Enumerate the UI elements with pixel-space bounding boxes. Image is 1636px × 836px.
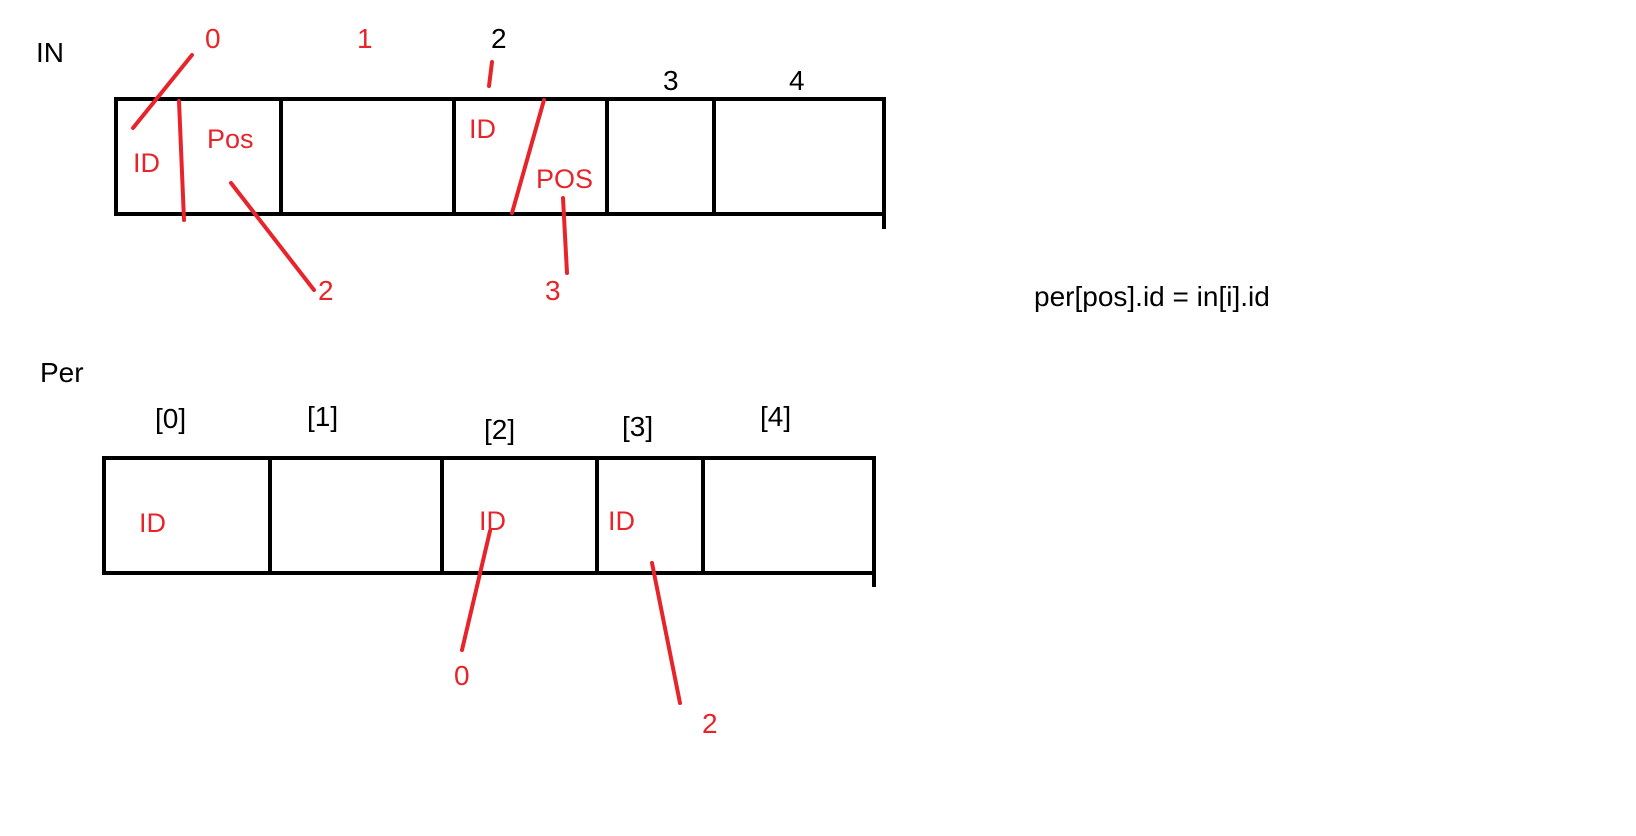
in-annotation-strokes — [131, 53, 569, 292]
in-array-title: IN — [36, 37, 64, 68]
per-index-3: [3] — [622, 411, 653, 442]
in-index-2: 2 — [491, 23, 507, 54]
in-index-3: 3 — [663, 65, 679, 96]
divider-stroke — [510, 98, 546, 215]
in-cell-2: ID POS 3 — [469, 114, 593, 306]
per-index-1: [1] — [307, 401, 338, 432]
per-cell-3-id-value: 2 — [702, 708, 718, 739]
per-cell-2-id-value: 0 — [454, 660, 470, 691]
in-cell-0-pos: Pos — [207, 124, 254, 154]
in-cell-0-pos-value: 2 — [318, 275, 334, 306]
divider-stroke — [177, 99, 186, 222]
per-index-4: [4] — [760, 401, 791, 432]
per-array-title: Per — [40, 357, 84, 388]
pointer-stroke — [460, 529, 492, 652]
per-array: Per [0] [1] [2] [3] [4] ID ID 0 ID 2 — [40, 357, 876, 739]
pointer-stroke — [650, 561, 682, 705]
pointer-stroke — [229, 181, 316, 292]
per-cell-2: ID 0 — [454, 506, 506, 691]
in-cell-2-pos: POS — [536, 164, 593, 194]
per-cell-3-id: ID — [608, 506, 635, 536]
per-cell-0: ID — [139, 508, 166, 538]
in-array: IN 0 1 2 3 4 ID Pos 2 ID POS 3 — [36, 23, 886, 306]
in-array-box — [114, 97, 886, 229]
in-index-4: 4 — [789, 65, 805, 96]
per-cell-3: ID 2 — [608, 506, 718, 739]
pointer-stroke — [561, 196, 569, 275]
in-index-1: 1 — [357, 23, 373, 54]
per-annotation-strokes — [460, 529, 682, 705]
in-cell-2-pos-value: 3 — [545, 275, 561, 306]
in-cell-0: ID Pos 2 — [133, 124, 334, 306]
per-index-2: [2] — [484, 414, 515, 445]
per-cell-2-id: ID — [479, 506, 506, 536]
tick-stroke — [487, 60, 494, 88]
per-index-0: [0] — [155, 403, 186, 434]
per-array-box — [102, 456, 876, 587]
assignment-formula: per[pos].id = in[i].id — [1034, 281, 1270, 312]
divider-stroke — [131, 53, 194, 130]
in-index-0: 0 — [205, 23, 221, 54]
per-cell-0-id: ID — [139, 508, 166, 538]
in-cell-0-id: ID — [133, 148, 160, 178]
in-cell-2-id: ID — [469, 114, 496, 144]
